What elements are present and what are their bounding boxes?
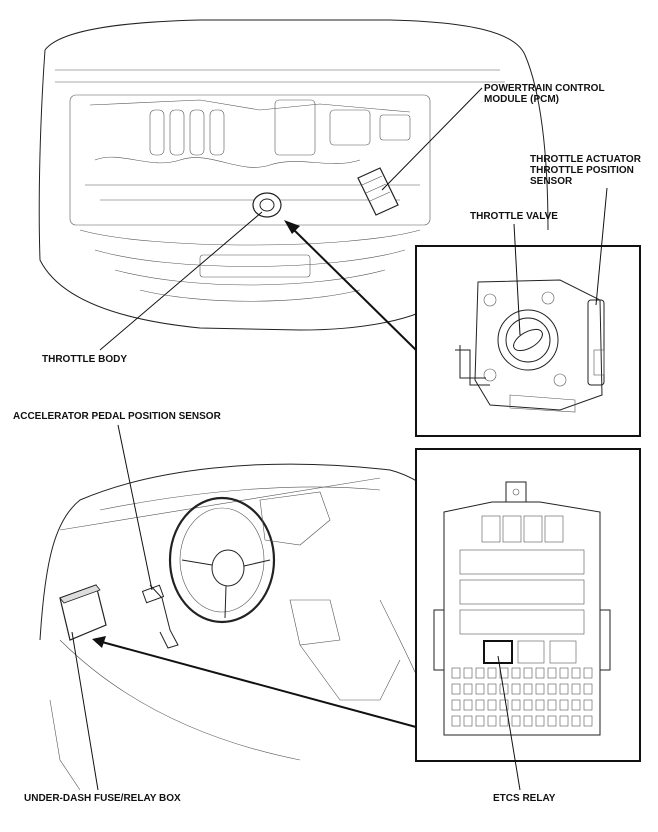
etcs-relay-label: ETCS RELAY [493,793,556,804]
pcm-label: POWERTRAIN CONTROL MODULE (PCM) [484,83,605,105]
leader-lines [71,87,608,791]
throttle-body-detail-illustration [455,279,605,413]
throttle-body-label: THROTTLE BODY [42,354,127,365]
throttle-actuator-label: THROTTLE ACTUATOR THROTTLE POSITION SENS… [530,154,641,187]
throttle-detail-frame [415,245,641,437]
engine-compartment-illustration [38,19,549,331]
fuse-box-detail-illustration [433,481,611,736]
callout-arrows [92,220,417,728]
etcs-relay-part [483,640,513,664]
throttle-body-part [252,192,282,218]
accelerator-pedal-position-sensor-label: ACCELERATOR PEDAL POSITION SENSOR [13,411,221,422]
throttle-valve-label: THROTTLE VALVE [470,211,558,222]
pcm-module [357,167,399,216]
underdash-box-part [59,584,107,641]
underdash-fuse-relay-box-label: UNDER-DASH FUSE/RELAY BOX [24,793,181,804]
fuse-box-detail-frame [415,448,641,762]
accelerator-pedal-part [141,584,179,649]
